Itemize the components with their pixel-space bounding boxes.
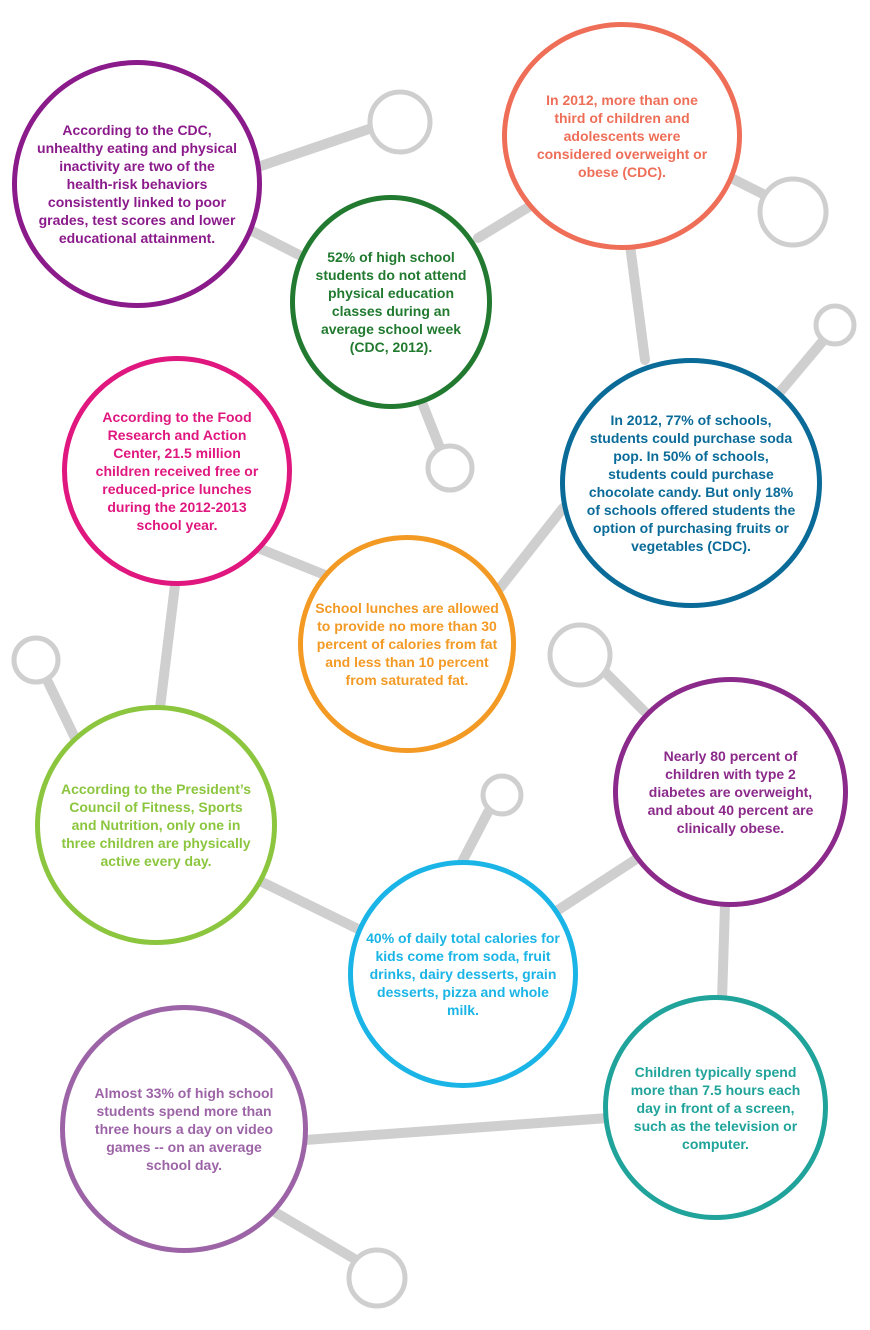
bubble-screen-time: Children typically spend more than 7.5 h… — [603, 995, 828, 1220]
connector-line — [625, 240, 650, 365]
bubble-text: Children typically spend more than 7.5 h… — [630, 1063, 801, 1152]
bubble-text: 52% of high school students do not atten… — [315, 249, 467, 355]
connector-line — [775, 337, 827, 397]
bubble-text: School lunches are allowed to provide no… — [315, 600, 499, 688]
bubble-text: According to the Food Research and Actio… — [95, 409, 259, 533]
connector-node — [367, 89, 433, 155]
bubble-text: 40% of daily total calories for kids com… — [366, 930, 560, 1018]
connector-line — [300, 1113, 613, 1145]
bubble-presidents-council: According to the President’s Council of … — [35, 705, 277, 945]
connector-line — [250, 123, 377, 173]
bubble-text: According to the President’s Council of … — [60, 781, 252, 869]
connector-node — [757, 176, 829, 248]
bubble-free-lunches: According to the Food Research and Actio… — [62, 356, 292, 586]
connector-node — [346, 1247, 408, 1309]
bubble-school-soda: In 2012, 77% of schools, students could … — [560, 358, 822, 608]
connector-line — [550, 853, 643, 917]
bubble-text: According to the CDC, unhealthy eating a… — [37, 122, 237, 246]
bubble-text: In 2012, 77% of schools, students could … — [586, 412, 796, 554]
connector-node — [813, 303, 857, 347]
bubble-text: In 2012, more than one third of children… — [536, 92, 708, 180]
bubble-physical-education: 52% of high school students do not atten… — [290, 195, 492, 409]
bubble-text: Almost 33% of high school students spend… — [94, 1085, 274, 1173]
connector-line — [717, 900, 730, 1005]
connector-node — [11, 635, 61, 685]
bubble-cdc-health-risk: According to the CDC, unhealthy eating a… — [12, 60, 262, 308]
bubble-overweight-2012: In 2012, more than one third of children… — [502, 22, 742, 250]
bubble-daily-calories: 40% of daily total calories for kids com… — [348, 860, 578, 1088]
connector-line — [457, 807, 493, 867]
connector-line — [155, 580, 180, 713]
connector-line — [253, 543, 330, 580]
bubble-type2-diabetes: Nearly 80 percent of children with type … — [613, 677, 848, 907]
connector-line — [418, 400, 445, 453]
connector-line — [473, 200, 537, 243]
connector-line — [600, 667, 650, 717]
connector-line — [245, 225, 310, 263]
connector-node — [547, 622, 613, 688]
bubble-text: Nearly 80 percent of children with type … — [647, 748, 814, 836]
bubble-video-games: Almost 33% of high school students spend… — [60, 1005, 308, 1253]
connector-node — [425, 443, 475, 493]
connector-line — [253, 875, 365, 935]
connector-node — [480, 773, 524, 817]
connector-line — [43, 677, 80, 743]
connector-line — [495, 503, 568, 593]
connector-line — [263, 1203, 358, 1263]
bubble-lunch-fat: School lunches are allowed to provide no… — [298, 535, 516, 753]
